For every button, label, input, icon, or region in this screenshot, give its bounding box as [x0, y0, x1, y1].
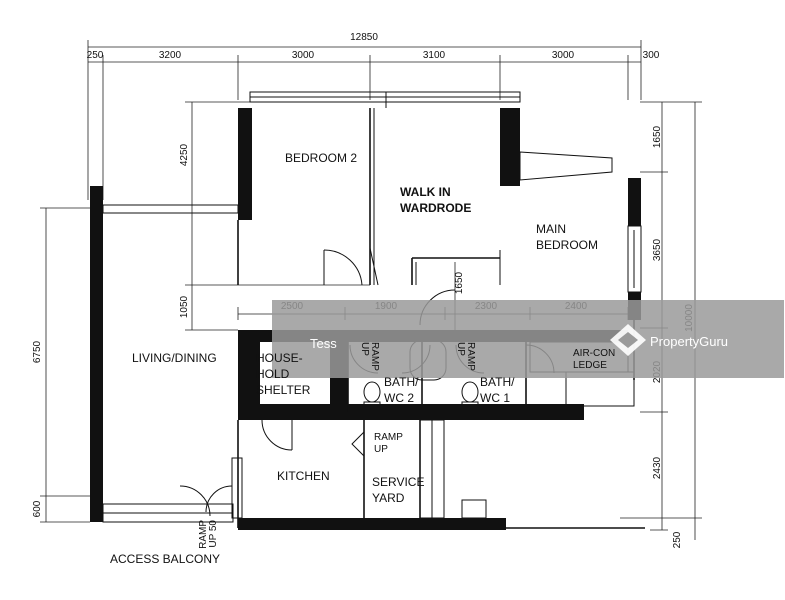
watermark-brand: PropertyGuru — [650, 334, 728, 349]
ramp-service-up: UP — [374, 444, 388, 455]
top-dimensions: 12850 250 3200 3000 3100 3000 300 — [87, 32, 660, 200]
dim-top-4: 3100 — [423, 50, 446, 61]
dim-left-4250: 4250 — [179, 143, 190, 166]
label-kitchen: KITCHEN — [277, 469, 330, 483]
ramp-labels: RAMP UP RAMP UP RAMP UP RAMP UP 50 — [198, 342, 476, 549]
ramp-entrance-label: RAMP — [198, 520, 209, 549]
watermark-left-text: Tess — [310, 336, 337, 351]
label-living: LIVING/DINING — [132, 351, 217, 365]
ramp-bath1-up: UP — [455, 342, 466, 356]
label-main-2: BEDROOM — [536, 238, 598, 252]
label-service-1: SERVICE — [372, 475, 424, 489]
label-shelter-1: HOUSE- — [256, 351, 303, 365]
label-service-2: YARD — [372, 491, 405, 505]
label-shelter-3: SHELTER — [256, 383, 311, 397]
label-bath2-1: BATH/ — [384, 375, 419, 389]
label-bath1-1: BATH/ — [480, 375, 515, 389]
dim-top-6: 300 — [643, 50, 660, 61]
ramp-bath2-up: UP — [359, 342, 370, 356]
ramp-entrance-up: UP 50 — [208, 520, 219, 548]
dim-top-2: 3200 — [159, 50, 182, 61]
dim-right-250: 250 — [672, 531, 683, 548]
dim-overall-top: 12850 — [350, 32, 378, 43]
ramp-service-label: RAMP — [374, 432, 403, 443]
label-aircon-2: LEDGE — [573, 360, 607, 371]
watermark-band: Tess PropertyGuru — [272, 300, 784, 378]
label-bath2-2: WC 2 — [384, 391, 414, 405]
dim-left-1050: 1050 — [179, 295, 190, 318]
label-bath1-2: WC 1 — [480, 391, 510, 405]
ramp-bath1-label: RAMP — [465, 342, 476, 371]
dim-top-1: 250 — [87, 50, 104, 61]
label-main-1: MAIN — [536, 222, 566, 236]
label-aircon-1: AIR-CON — [573, 348, 615, 359]
dim-left-6750: 6750 — [32, 340, 43, 363]
label-walkin-2: WARDRODE — [400, 201, 471, 215]
dim-left-600: 600 — [32, 500, 43, 517]
dim-right-2430: 2430 — [652, 456, 663, 479]
label-shelter-2: HOLD — [256, 367, 290, 381]
label-access-balcony: ACCESS BALCONY — [110, 552, 220, 566]
dim-top-5: 3000 — [552, 50, 575, 61]
left-dimensions: 4250 1050 6750 600 — [32, 101, 370, 523]
dim-inner-1650: 1650 — [454, 271, 465, 294]
label-walkin-1: WALK IN — [400, 185, 451, 199]
label-bedroom2: BEDROOM 2 — [285, 151, 357, 165]
ramp-bath2-label: RAMP — [369, 342, 380, 371]
room-labels: BEDROOM 2 WALK IN WARDRODE MAIN BEDROOM … — [110, 151, 615, 566]
dim-right-1650: 1650 — [652, 125, 663, 148]
dim-top-3: 3000 — [292, 50, 315, 61]
dim-right-3650: 3650 — [652, 238, 663, 261]
